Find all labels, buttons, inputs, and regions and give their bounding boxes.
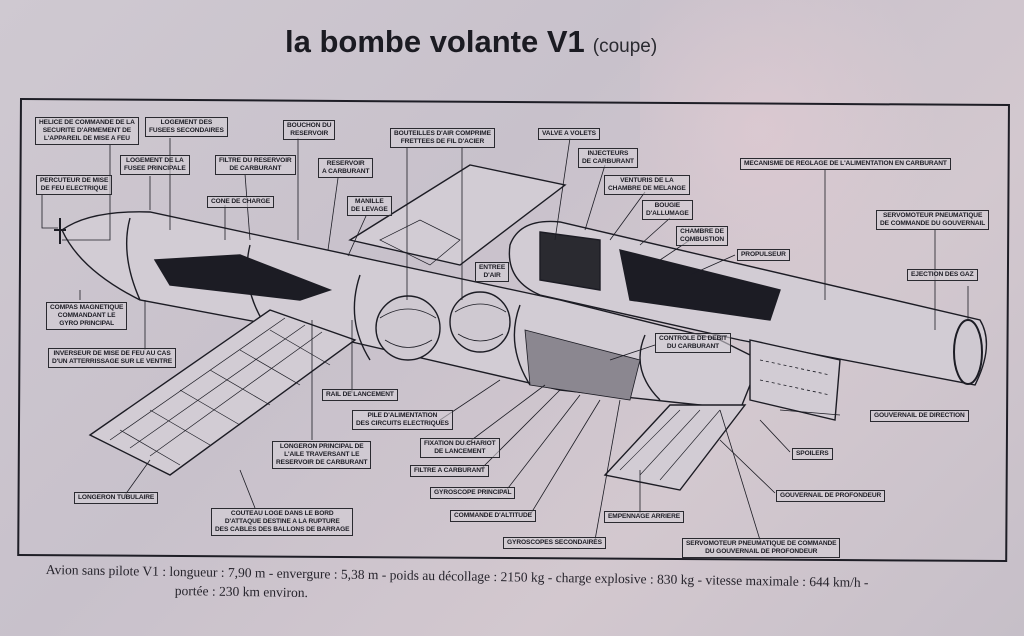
- label-cone: CONE DE CHARGE: [207, 196, 275, 208]
- tailplane: [603, 404, 747, 491]
- label-reservoir: RESERVOIR A CARBURANT: [318, 158, 374, 178]
- label-commande-altitude: COMMANDE D'ALTITUDE: [450, 510, 536, 522]
- exhaust-nozzle: [953, 319, 983, 385]
- label-longeron-tubulaire: LONGERON TUBULAIRE: [74, 492, 159, 504]
- label-ejection: EJECTION DES GAZ: [907, 269, 978, 281]
- label-gyroscopes-secondaires: GYROSCOPES SECONDAIRES: [503, 537, 606, 549]
- label-entree-air: ENTREE D'AIR: [475, 262, 510, 282]
- valve-grid: [539, 231, 601, 291]
- label-chambre: CHAMBRE DE COMBUSTION: [676, 226, 729, 246]
- label-manille: MANILLE DE LEVAGE: [347, 196, 392, 216]
- label-gouvernail-profondeur: GOUVERNAIL DE PROFONDEUR: [776, 490, 886, 502]
- poster-title: la bombe volante V1 (coupe): [285, 24, 657, 60]
- label-logement-secondaires: LOGEMENT DES FUSEES SECONDAIRES: [145, 117, 228, 137]
- label-gyroscope-principal: GYROSCOPE PRINCIPAL: [430, 487, 516, 499]
- label-injecteurs: INJECTEURS DE CARBURANT: [578, 148, 638, 168]
- label-bouchon: BOUCHON DU RESERVOIR: [283, 120, 336, 140]
- label-longeron-principal: LONGERON PRINCIPAL DE L'AILE TRAVERSANT …: [272, 441, 372, 469]
- title-main: la bombe volante V1: [285, 24, 585, 59]
- bulkhead-3: [353, 274, 371, 361]
- label-logement-principale: LOGEMENT DE LA FUSEE PRINCIPALE: [120, 155, 190, 175]
- label-filtre-reservoir: FILTRE DU RESERVOIR DE CARBURANT: [215, 155, 296, 175]
- bulkhead-4: [513, 304, 531, 386]
- label-bougie: BOUGIE D'ALLUMAGE: [642, 200, 693, 220]
- title-sub: (coupe): [592, 36, 658, 57]
- label-pile: PILE D'ALIMENTATION DES CIRCUITS ELECTRI…: [352, 410, 453, 430]
- label-compas: COMPAS MAGNETIQUE COMMANDANT LE GYRO PRI…: [46, 302, 128, 330]
- label-valve: VALVE A VOLETS: [538, 128, 600, 140]
- equipment-cluster: [524, 329, 641, 401]
- left-wing: [88, 309, 357, 476]
- label-gouvernail-direction: GOUVERNAIL DE DIRECTION: [870, 410, 969, 422]
- label-spoilers: SPOILERS: [792, 448, 833, 460]
- label-inverseur: INVERSEUR DE MISE DE FEU AU CAS D'UN ATT…: [48, 348, 177, 368]
- combustion-chamber-dark: [619, 249, 781, 321]
- label-servomoteur-gouvernail: SERVOMOTEUR PNEUMATIQUE DE COMMANDE DU G…: [876, 210, 990, 230]
- warhead-dark: [153, 254, 333, 301]
- caption-line-2: portée : 230 km environ.: [174, 583, 309, 601]
- bulkhead-5: [639, 334, 661, 401]
- bulkhead-1: [126, 217, 141, 301]
- label-filtre-carburant: FILTRE A CARBURANT: [410, 465, 489, 477]
- label-fixation: FIXATION DU CHARIOT DE LANCEMENT: [420, 438, 500, 458]
- label-percuteur: PERCUTEUR DE MISE DE FEU ELECTRIQUE: [36, 175, 113, 195]
- air-bottle-1: [375, 295, 441, 361]
- label-servomoteur-profondeur: SERVOMOTEUR PNEUMATIQUE DE COMMANDE DU G…: [682, 538, 841, 558]
- air-bottle-2: [449, 291, 511, 353]
- label-couteau: COUTEAU LOGE DANS LE BORD D'ATTAQUE DEST…: [211, 508, 354, 536]
- label-rail: RAIL DE LANCEMENT: [322, 389, 398, 401]
- label-propulseur: PROPULSEUR: [737, 249, 790, 261]
- rudder: [749, 339, 841, 421]
- nose-propeller: [54, 218, 66, 244]
- label-venturis: VENTURIS DE LA CHAMBRE DE MELANGE: [604, 175, 690, 195]
- label-helice: HELICE DE COMMANDE DE LA SECURITE D'ARME…: [35, 117, 139, 145]
- label-bouteilles: BOUTEILLES D'AIR COMPRIME FRETTEES DE FI…: [390, 128, 495, 148]
- label-controle-debit: CONTROLE DE DEBIT DU CARBURANT: [655, 333, 731, 353]
- label-mecanisme: MECANISME DE REGLAGE DE L'ALIMENTATION E…: [740, 158, 951, 170]
- right-wing: [348, 164, 567, 266]
- label-empennage: EMPENNAGE ARRIERE: [604, 511, 685, 523]
